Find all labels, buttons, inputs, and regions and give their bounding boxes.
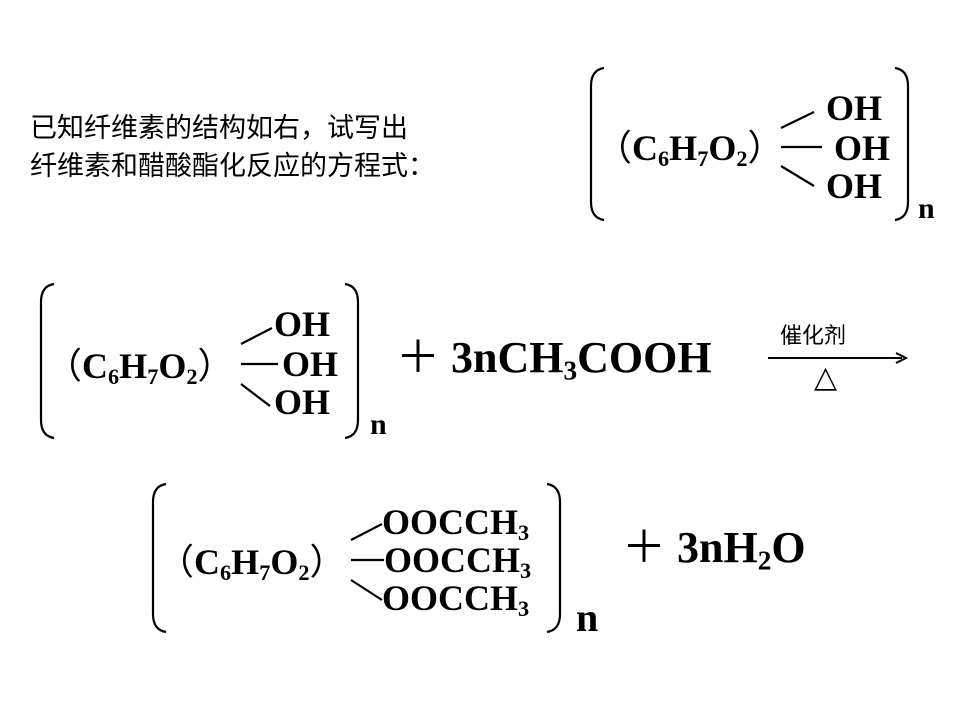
hydroxyl-group-3: OH bbox=[274, 382, 331, 422]
arrow-line bbox=[768, 352, 909, 364]
glucose-unit-formula: （C6H7O2） bbox=[158, 542, 346, 586]
cellulose-structure-2: （C6H7O2） OH OH OH n bbox=[38, 282, 398, 452]
question-line-1: 已知纤维素的结构如右，试写出 bbox=[30, 113, 408, 144]
question-line-2: 纤维素和醋酸酯化反应的方程式： bbox=[30, 151, 435, 182]
bond-lines bbox=[240, 327, 278, 407]
heat-symbol: △ bbox=[814, 360, 838, 395]
plus-sign: ＋ bbox=[622, 523, 666, 572]
hydroxyl-group-2: OH bbox=[834, 128, 891, 168]
bond-lines bbox=[780, 111, 822, 187]
hydroxyl-group-1: OH bbox=[274, 304, 331, 344]
cellulose-structure-1: （C6H7O2） OH OH OH n bbox=[588, 66, 935, 236]
bracket-right bbox=[546, 482, 562, 634]
cellulose-triacetate-structure: （C6H7O2） OOCCH3 OOCCH3 OOCCH3 n bbox=[150, 482, 620, 642]
bracket-left bbox=[589, 66, 605, 222]
bracket-right bbox=[894, 66, 910, 222]
reagent-acetic-acid: ＋ 3nCH3COOH bbox=[396, 333, 712, 386]
hydroxyl-group-3: OH bbox=[826, 166, 883, 206]
repeat-subscript-n: n bbox=[576, 595, 599, 640]
glucose-unit-formula: （C6H7O2） bbox=[596, 128, 784, 172]
repeat-subscript-n: n bbox=[918, 192, 935, 225]
catalyst-label: 催化剂 bbox=[780, 324, 847, 349]
bracket-left bbox=[151, 482, 167, 634]
bond-lines bbox=[350, 523, 384, 601]
acetate-group-3: OOCCH3 bbox=[382, 578, 530, 622]
bracket-right bbox=[344, 282, 360, 440]
hydroxyl-group-2: OH bbox=[282, 344, 339, 384]
repeat-subscript-n: n bbox=[370, 408, 387, 441]
question-text: 已知纤维素的结构如右，试写出 纤维素和醋酸酯化反应的方程式： bbox=[30, 110, 435, 186]
glucose-unit-formula: （C6H7O2） bbox=[46, 346, 234, 390]
hydroxyl-group-1: OH bbox=[826, 88, 883, 128]
reaction-arrow: 催化剂 △ bbox=[768, 322, 912, 398]
plus-sign: ＋ bbox=[396, 333, 440, 382]
bracket-left bbox=[39, 282, 55, 440]
acetate-group-1: OOCCH3 bbox=[382, 502, 530, 546]
acetate-group-2: OOCCH3 bbox=[384, 540, 532, 584]
product-water: ＋ 3nH2O bbox=[622, 523, 806, 576]
